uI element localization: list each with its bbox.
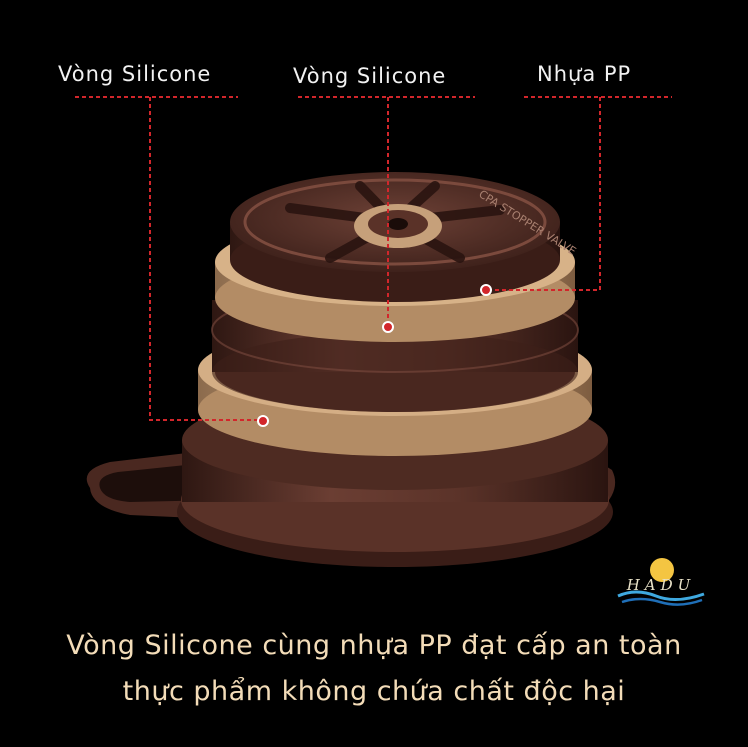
callout-label-middle: Vòng Silicone: [293, 64, 447, 88]
callout-label-left: Vòng Silicone: [58, 62, 212, 86]
caption-line-2: thực phẩm không chứa chất độc hại: [122, 676, 626, 707]
callout-line-middle: [298, 96, 475, 326]
caption-line-1: Vòng Silicone cùng nhựa PP đạt cấp an to…: [66, 630, 682, 661]
callout-label-right: Nhựa PP: [537, 62, 632, 86]
callout-dot-middle: [382, 321, 394, 333]
callout-lines: [75, 96, 672, 421]
callout-line-left: [75, 96, 262, 421]
hadu-logo: HADU: [617, 558, 705, 606]
callout-line-right: [486, 96, 672, 291]
callout-dot-right: [480, 284, 492, 296]
svg-text:HADU: HADU: [626, 576, 696, 594]
callout-dots: [257, 284, 492, 427]
stopper-top-disc: [230, 172, 560, 302]
callout-dot-left: [257, 415, 269, 427]
